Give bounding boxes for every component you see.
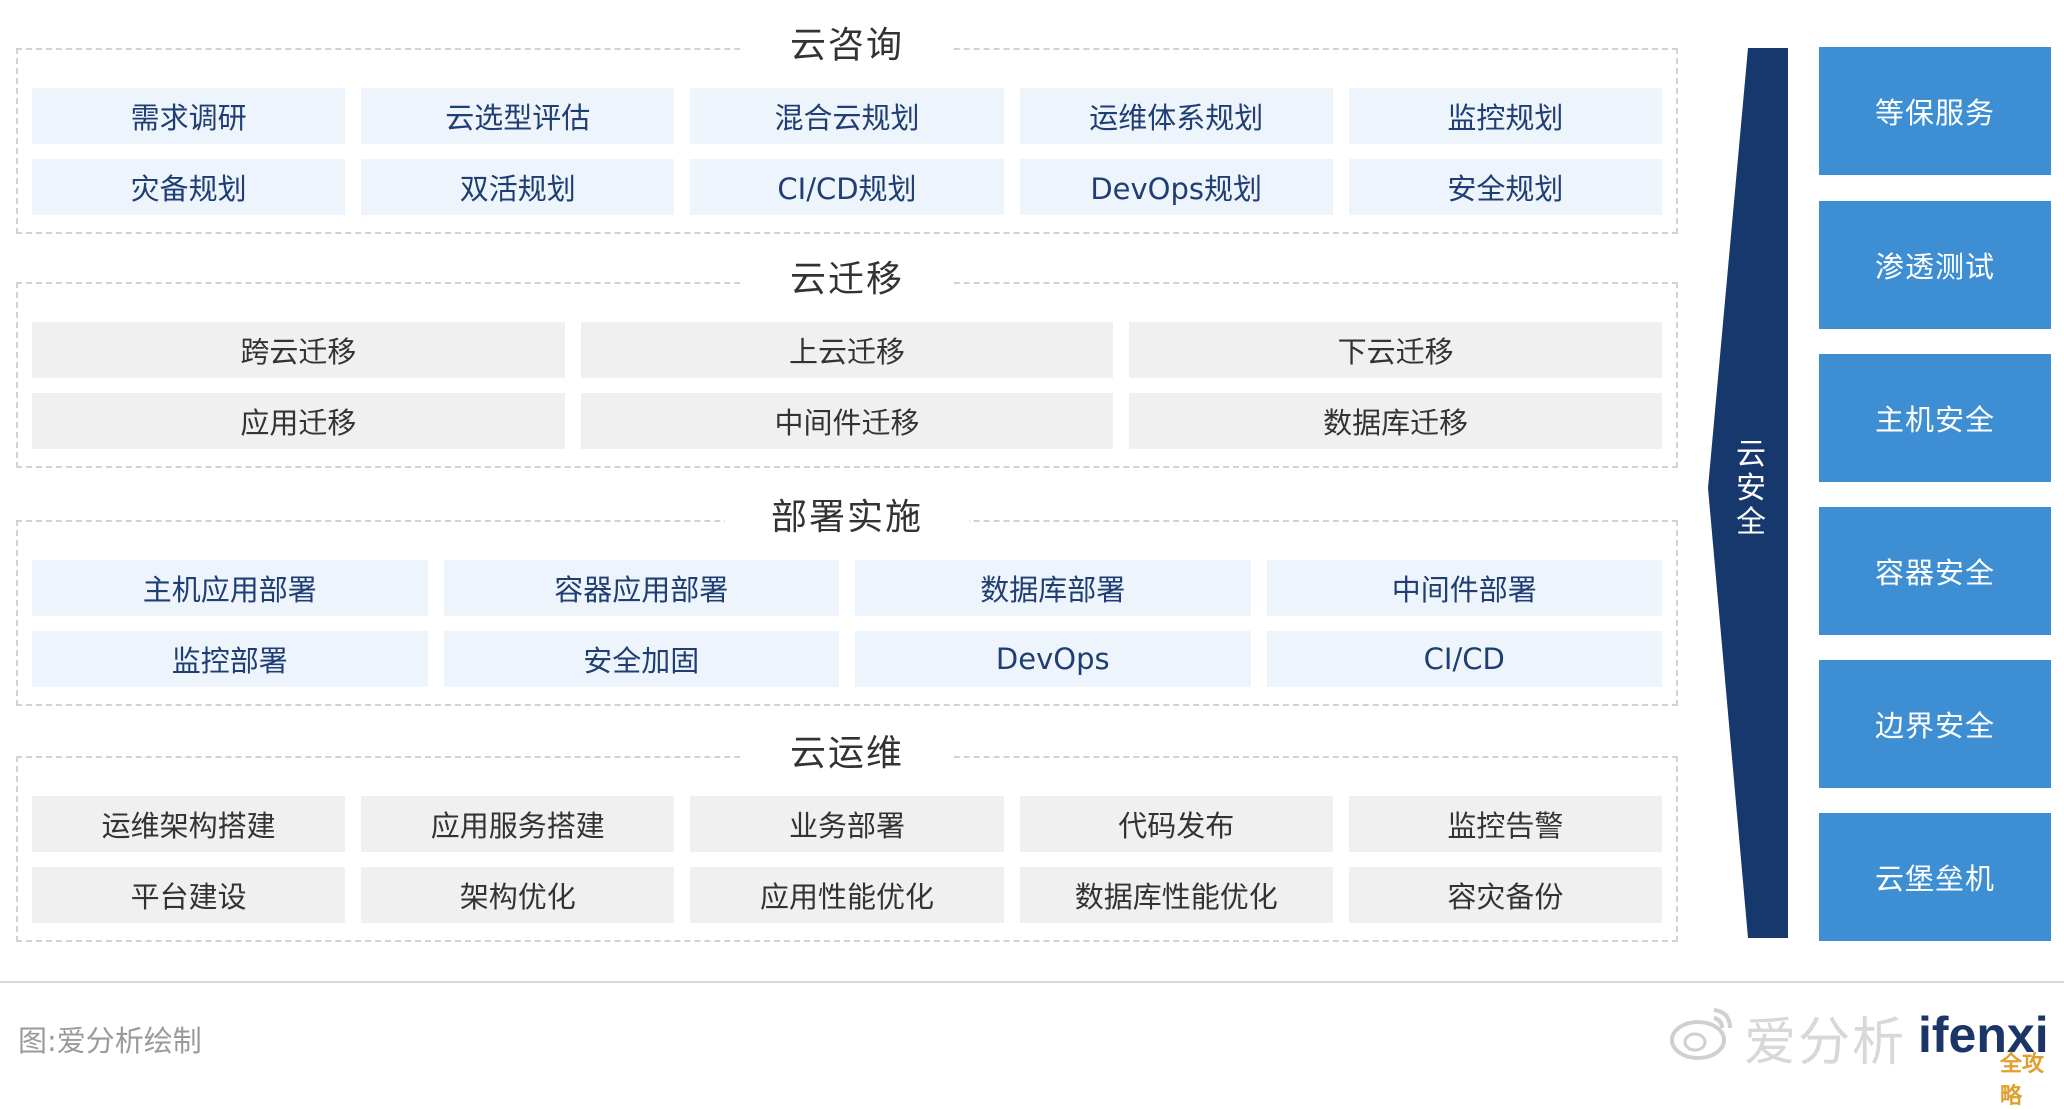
service-item: 数据库部署 [855,560,1251,616]
service-item: 运维体系规划 [1019,88,1333,144]
service-item: DevOps [855,631,1251,687]
security-label-char: 安 [1736,471,1766,506]
section-deployment: 部署实施 主机应用部署 容器应用部署 数据库部署 中间件部署 监控部署 安全加固… [16,497,1678,706]
service-item: 云选型评估 [361,88,675,144]
service-item: 应用迁移 [32,393,565,449]
section-title: 云迁移 [743,259,950,300]
watermark-logo-en: ifenxi [1918,1007,2049,1063]
security-label-char: 全 [1736,505,1766,540]
service-item: 主机应用部署 [32,560,428,616]
security-label-char: 云 [1736,437,1766,472]
service-item: CI/CD规划 [690,159,1004,215]
service-item: 容灾备份 [1348,867,1662,923]
section-title: 云咨询 [743,25,950,66]
section-title: 部署实施 [724,497,969,538]
service-item: 监控告警 [1348,796,1662,852]
security-item: 容器安全 [1819,507,2051,635]
source-caption: 图:爱分析绘制 [18,1024,202,1058]
service-item: 应用性能优化 [690,867,1004,923]
service-item: 监控部署 [32,631,428,687]
watermark: 爱分析 ifenxi [1668,1000,2049,1073]
security-item: 渗透测试 [1819,201,2051,329]
service-item: 安全规划 [1348,159,1662,215]
service-item: 数据库性能优化 [1019,867,1333,923]
security-item: 等保服务 [1819,47,2051,175]
service-item: DevOps规划 [1019,159,1333,215]
service-item: 平台建设 [32,867,346,923]
service-item: 运维架构搭建 [32,796,346,852]
service-item: 数据库迁移 [1129,393,1662,449]
service-item: 上云迁移 [580,322,1114,378]
weibo-icon [1670,1008,1732,1060]
service-item: 中间件迁移 [580,393,1114,449]
service-item: CI/CD [1266,631,1662,687]
security-item: 主机安全 [1819,354,2051,482]
security-item: 边界安全 [1819,660,2051,788]
service-item: 中间件部署 [1266,560,1662,616]
service-item: 跨云迁移 [32,322,565,378]
service-item: 混合云规划 [690,88,1004,144]
section-cloud-migration: 云迁移 跨云迁移 上云迁移 下云迁移 应用迁移 中间件迁移 数据库迁移 [16,259,1678,468]
section-cloud-consulting: 云咨询 需求调研 云选型评估 混合云规划 运维体系规划 监控规划 灾备规划 双活… [16,25,1678,234]
service-item: 下云迁移 [1129,322,1662,378]
footer-divider [0,981,2064,983]
service-item: 代码发布 [1019,796,1333,852]
section-title: 云运维 [743,733,950,774]
service-item: 灾备规划 [32,159,346,215]
service-item: 架构优化 [361,867,675,923]
service-item: 应用服务搭建 [361,796,675,852]
service-item: 业务部署 [690,796,1004,852]
watermark-corner: 全攻略 [2000,1052,2045,1109]
service-item: 监控规划 [1348,88,1662,144]
section-cloud-operations: 云运维 运维架构搭建 应用服务搭建 业务部署 代码发布 监控告警 平台建设 架构… [16,733,1678,942]
service-item: 双活规划 [361,159,675,215]
watermark-cn: 爱分析 [1744,1013,1907,1073]
security-bracket-shape [1708,48,1788,938]
service-item: 容器应用部署 [443,560,839,616]
service-item: 需求调研 [32,88,346,144]
service-item: 安全加固 [443,631,839,687]
security-vertical-label: 云 安 全 [1733,438,1769,540]
security-item: 云堡垒机 [1819,813,2051,941]
